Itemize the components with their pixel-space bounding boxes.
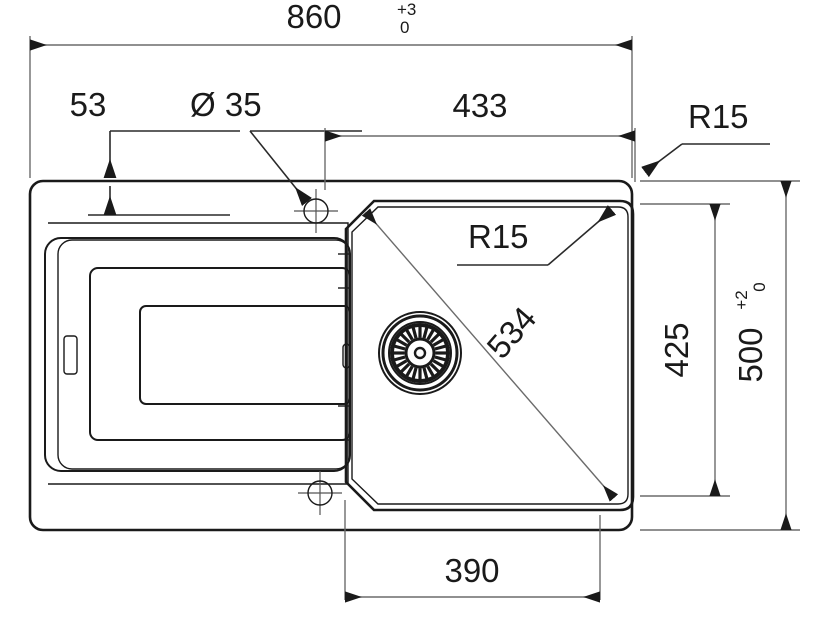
tap-hole-upper <box>294 189 338 233</box>
dim-r15-bowl-value: R15 <box>468 218 529 255</box>
dim-534-value: 534 <box>479 300 543 366</box>
drainboard-area <box>44 222 351 485</box>
tap-hole-lower <box>298 471 342 515</box>
dim-860-value: 860 <box>286 0 341 35</box>
dim-outer-corner-radius: R15 <box>641 98 770 178</box>
dim-bowl-height: 425 <box>640 203 730 497</box>
dim-53-value: 53 <box>70 86 107 123</box>
dim-500-tol-upper: +2 <box>732 290 751 309</box>
dim-overall-height: 500 +2 0 <box>640 180 800 531</box>
dim-overall-width: 860 +3 0 <box>29 0 633 178</box>
drain-strainer <box>378 311 462 395</box>
dim-tap-hole-diameter: Ø 35 <box>190 86 362 207</box>
dim-425-value: 425 <box>658 322 695 377</box>
sink-bowl <box>338 199 635 512</box>
overflow-slot <box>63 335 78 375</box>
dim-r15-outer-value: R15 <box>688 98 749 135</box>
dim-433-value: 433 <box>452 87 507 124</box>
dim-860-tol-lower: 0 <box>400 18 409 37</box>
dim-d35-value: Ø 35 <box>190 86 262 123</box>
dim-500-tol-lower: 0 <box>750 282 769 291</box>
dim-bowl-width-bottom: 390 <box>344 500 601 603</box>
sink-outer-body <box>28 179 634 532</box>
dim-860-tol-upper: +3 <box>397 0 416 19</box>
dim-390-value: 390 <box>444 552 499 589</box>
dim-500-value: 500 <box>732 327 769 382</box>
dim-left-offset: 53 <box>70 86 240 216</box>
dim-bowl-width-top: 433 <box>324 87 636 190</box>
dim-bowl-corner-radius: R15 <box>457 205 617 266</box>
